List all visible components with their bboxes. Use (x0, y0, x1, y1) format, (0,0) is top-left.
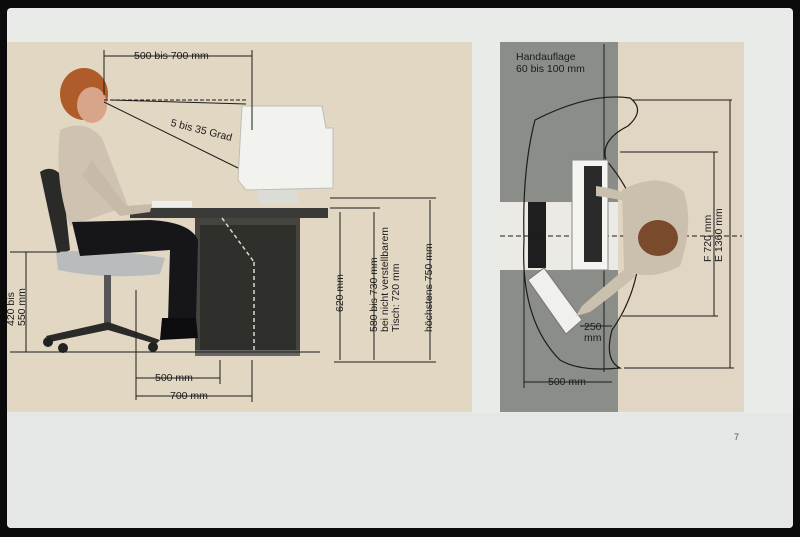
label-desk-adjustable: 580 bis 730 mm bei nicht verstellbarem T… (368, 226, 402, 332)
label-viewing-distance: 500 bis 700 mm (134, 50, 209, 62)
keyboard (152, 201, 192, 207)
monitor (237, 105, 334, 191)
person-arm-top-view (576, 268, 636, 316)
label-hand-rest: Handauflage 60 bis 100 mm (516, 51, 585, 75)
page-bottom-margin (7, 413, 793, 528)
sight-line-angled (103, 101, 239, 169)
person-head-top-view (638, 220, 678, 256)
person-arm-top-view-2 (596, 186, 628, 202)
label-250: 250 mm (584, 321, 602, 344)
chair-wheel-3 (148, 342, 158, 352)
person-legs (72, 220, 198, 322)
desk-top (130, 208, 328, 218)
monitor-stand (258, 190, 298, 204)
chair-base (46, 322, 160, 344)
monitor-top-view (527, 267, 583, 335)
label-depth-700: 700 mm (170, 390, 208, 402)
top-view-desk-edge (528, 202, 546, 268)
desk-dashed-line (221, 217, 255, 263)
label-depth-500: 500 mm (155, 372, 193, 384)
label-desk-width: F 720 mm E 1360 mm (702, 208, 725, 262)
keyboard-keys (584, 166, 602, 262)
sight-line-arrow (109, 99, 247, 105)
desk-foot (195, 350, 300, 356)
chair-seat (56, 250, 165, 277)
chair-wheel (43, 337, 53, 347)
page-number: 7 (734, 432, 740, 442)
label-desk-620: 620 mm (334, 274, 346, 312)
chair-post (104, 275, 111, 323)
label-seat-height: 420 bis 550 mm (5, 288, 28, 326)
label-500-top: 500 mm (548, 376, 586, 388)
chair-wheel-2 (58, 343, 68, 353)
label-max-750: höchstens 750 mm (423, 243, 435, 332)
person-face (77, 87, 107, 123)
desk-front-panel (200, 225, 296, 350)
person-arm (82, 160, 152, 216)
person-shoe (160, 318, 198, 340)
